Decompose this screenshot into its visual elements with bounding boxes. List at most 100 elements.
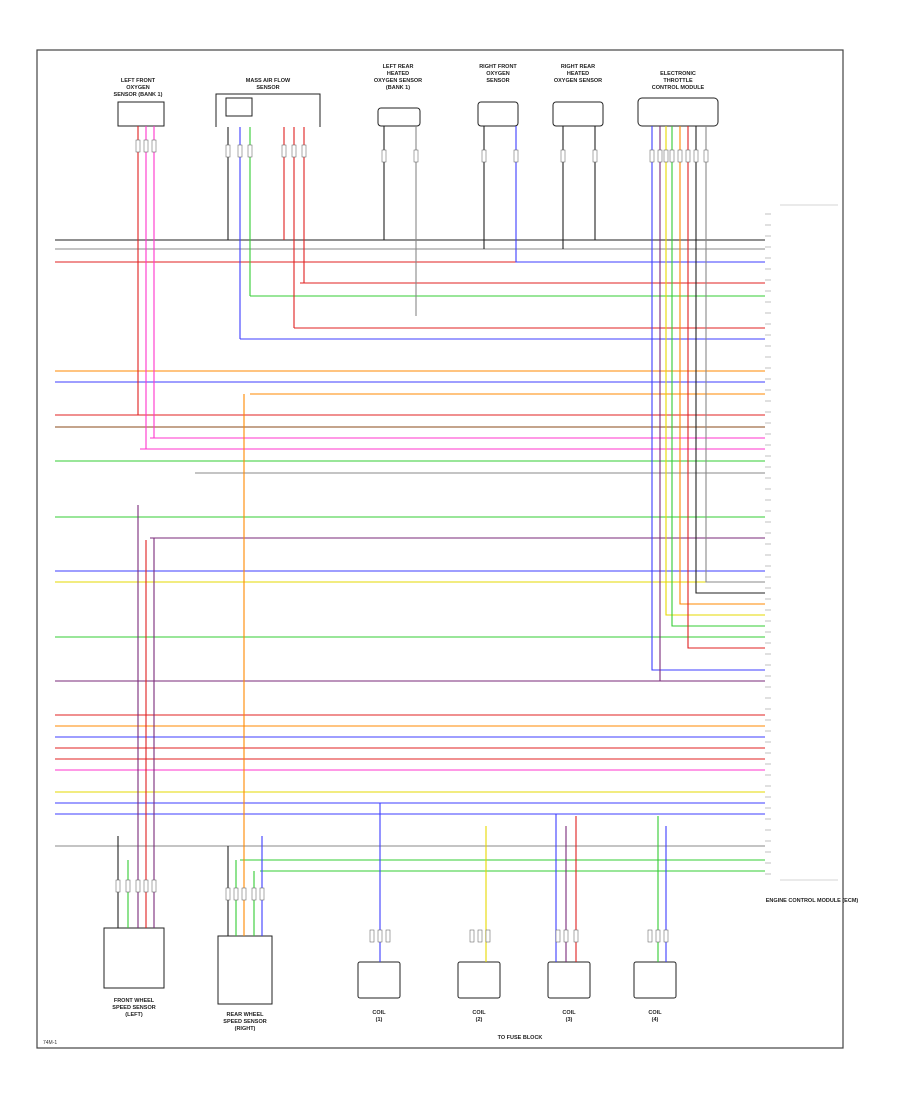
component-label: COIL (372, 1010, 386, 1016)
component-label: SPEED SENSOR (112, 1005, 155, 1011)
bottom-components: FRONT WHEEL SPEED SENSOR (LEFT) REAR WHE… (103, 927, 677, 1032)
component-label: COIL (472, 1010, 486, 1016)
component-coil-4: COIL (4) (633, 961, 677, 1023)
component-label: RIGHT FRONT (479, 64, 517, 70)
pin-tag (513, 149, 519, 163)
component-label: LEFT REAR (383, 64, 414, 70)
pin-tag (563, 929, 569, 943)
pin-tag (649, 149, 655, 163)
pin-tag (477, 929, 483, 943)
top-components: LEFT FRONT OXYGEN SENSOR (BANK 1) MASS A… (114, 64, 719, 127)
component-coil-3: COIL (3) (547, 961, 591, 1023)
pin-tag (592, 149, 598, 163)
pin-tag (143, 879, 149, 893)
wire (671, 126, 765, 627)
pin-tag (469, 929, 475, 943)
pin-tag (693, 149, 699, 163)
pin-tag (135, 139, 141, 153)
pin-tag (413, 149, 419, 163)
pin-tag (560, 149, 566, 163)
component-label: COIL (648, 1010, 662, 1016)
pin-tag (647, 929, 653, 943)
component-lf-oxygen-sensor: LEFT FRONT OXYGEN SENSOR (BANK 1) (114, 78, 165, 127)
pin-tag (657, 149, 663, 163)
pin-tag (233, 887, 239, 901)
pin-tag (225, 887, 231, 901)
component-label: REAR WHEEL (227, 1012, 265, 1018)
page-ref: 74M-1 (43, 1040, 57, 1046)
pin-tag (485, 929, 491, 943)
pin-tag (259, 887, 265, 901)
component-label: OXYGEN SENSOR (374, 78, 422, 84)
component-label: HEATED (387, 71, 409, 77)
pin-tag (663, 149, 669, 163)
pin-tag (663, 929, 669, 943)
component-label: OXYGEN (486, 71, 510, 77)
wire (659, 126, 765, 682)
component-label: SPEED SENSOR (223, 1019, 266, 1025)
diagram-frame (36, 49, 844, 1049)
component-rear-wheel-speed-sensor: REAR WHEEL SPEED SENSOR (RIGHT) (217, 935, 273, 1032)
pin-tag (281, 144, 287, 158)
component-label: OXYGEN SENSOR (554, 78, 602, 84)
component-label: MASS AIR FLOW (246, 78, 291, 84)
pin-tag (555, 929, 561, 943)
component-label: COIL (562, 1010, 576, 1016)
pin-tag (143, 139, 149, 153)
pin-tag (377, 929, 383, 943)
wire (651, 126, 765, 671)
pin-tag (151, 139, 157, 153)
pin-tag (151, 879, 157, 893)
component-label: CONTROL MODULE (652, 85, 705, 91)
component-label: (LEFT) (125, 1012, 143, 1018)
pin-tag (381, 149, 387, 163)
pin-tag (291, 144, 297, 158)
pin-tag (655, 929, 661, 943)
component-label: ELECTRONIC (660, 71, 696, 77)
pin-tag (703, 149, 709, 163)
wire-harness (55, 126, 771, 962)
component-mass-air-flow-sensor: MASS AIR FLOW SENSOR (215, 78, 321, 127)
pin-tag (369, 929, 375, 943)
pin-tags (115, 139, 709, 943)
pin-tag (225, 144, 231, 158)
wire (705, 126, 765, 583)
component-label: (BANK 1) (386, 85, 410, 91)
pin-tag (669, 149, 675, 163)
component-label: LEFT FRONT (121, 78, 156, 84)
pin-tag (385, 929, 391, 943)
component-lr-oxygen-sensor: LEFT REAR HEATED OXYGEN SENSOR (BANK 1) (374, 64, 422, 127)
component-label: SENSOR (BANK 1) (114, 92, 163, 98)
pin-tag (135, 879, 141, 893)
component-label: (1) (376, 1017, 383, 1023)
pin-tag (573, 929, 579, 943)
component-label: (RIGHT) (235, 1026, 256, 1032)
component-label: (4) (652, 1017, 659, 1023)
component-label: (3) (566, 1017, 573, 1023)
pin-tag (241, 887, 247, 901)
component-electronic-throttle-control: ELECTRONIC THROTTLE CONTROL MODULE (637, 71, 719, 127)
pin-tag (115, 879, 121, 893)
component-coil-2: COIL (2) (457, 961, 501, 1023)
component-label: OXYGEN (126, 85, 150, 91)
component-label: RIGHT REAR (561, 64, 595, 70)
component-label: FRONT WHEEL (114, 998, 155, 1004)
module-label: ENGINE CONTROL MODULE (ECM) (766, 898, 859, 904)
component-label: SENSOR (486, 78, 509, 84)
pin-tag (301, 144, 307, 158)
wire (679, 126, 765, 605)
pin-tag (481, 149, 487, 163)
component-label: HEATED (567, 71, 589, 77)
wire (515, 126, 765, 263)
pin-tag (125, 879, 131, 893)
component-label: SENSOR (256, 85, 279, 91)
pin-tag (251, 887, 257, 901)
ecm-connector-callout: ENGINE CONTROL MODULE (ECM) (766, 204, 859, 904)
component-rf-oxygen-sensor: RIGHT FRONT OXYGEN SENSOR (477, 64, 519, 127)
wire (687, 126, 765, 649)
pin-tag (685, 149, 691, 163)
component-front-wheel-speed-sensor: FRONT WHEEL SPEED SENSOR (LEFT) (103, 927, 165, 1018)
wire (665, 126, 765, 616)
component-label: THROTTLE (663, 78, 693, 84)
